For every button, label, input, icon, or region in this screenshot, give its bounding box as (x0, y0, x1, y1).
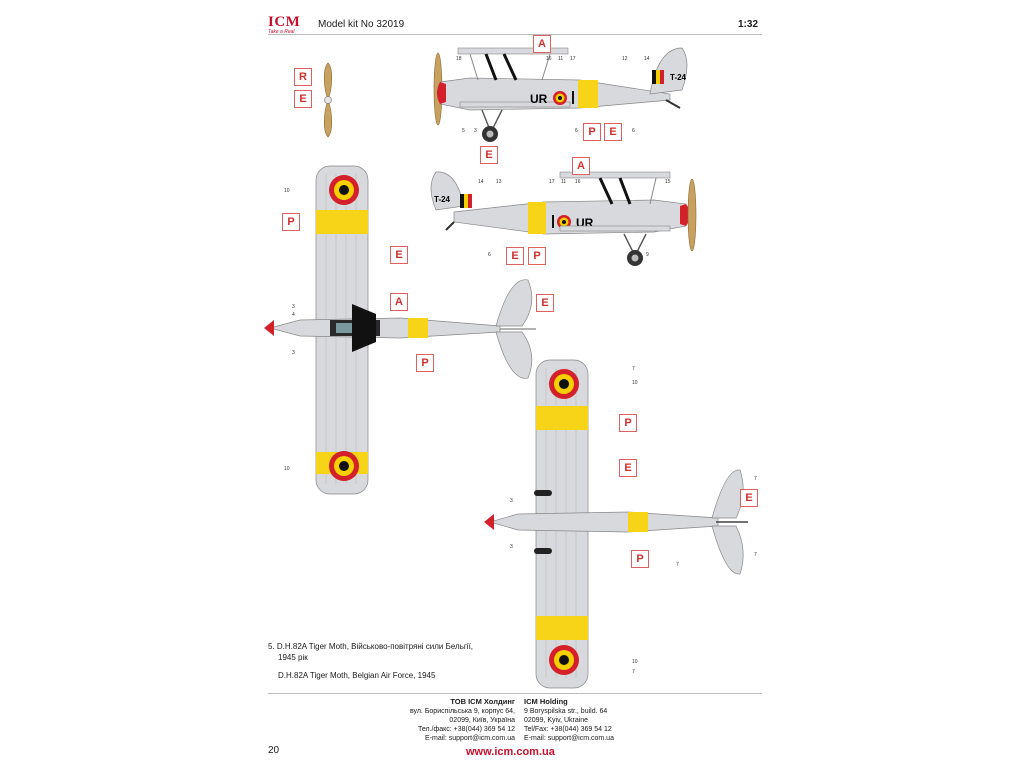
callout: 12 (622, 56, 628, 62)
website-link[interactable]: www.icm.com.ua (466, 746, 555, 758)
callout: 11 (561, 179, 567, 185)
callout: 10 (284, 466, 290, 472)
callout: 5 (462, 128, 465, 134)
key-e-side-right: E (506, 247, 524, 265)
key-e-propeller: E (294, 90, 312, 108)
key-e-bottom-wing: E (619, 459, 637, 477)
callout: 9 (646, 252, 649, 258)
callout: 14 (644, 56, 650, 62)
key-e-side-left: E (604, 123, 622, 141)
page-number: 20 (268, 745, 280, 756)
top-view (260, 164, 540, 505)
callout: 15 (665, 179, 671, 185)
bottom-view (478, 358, 750, 695)
key-a-top: A (390, 293, 408, 311)
key-a-side-left: A (533, 35, 551, 53)
callout: 10 (284, 188, 290, 194)
callout: 3 (510, 498, 513, 504)
callout: 6 (488, 252, 491, 258)
footer-divider (268, 693, 762, 694)
key-e-top-wing: E (390, 246, 408, 264)
callout: 3 (292, 304, 295, 310)
callout: 10 (632, 659, 638, 665)
callout: 16 (575, 179, 581, 185)
key-a-side-right: A (572, 157, 590, 175)
fuselage-code-left: UR (530, 92, 548, 106)
footer-en-contacts: ICM Holding 9 Boryspilska str., build. 6… (524, 697, 614, 742)
propeller-drawing (308, 62, 348, 143)
key-p-side-right: P (528, 247, 546, 265)
callout: 18 (456, 56, 462, 62)
callout: 13 (496, 179, 502, 185)
callout: 6 (575, 128, 578, 134)
key-p-top-wing: P (282, 213, 300, 231)
key-p-bottom-wing: P (619, 414, 637, 432)
callout: 10 (632, 380, 638, 386)
icm-logo: ICM Take a Real (268, 14, 301, 35)
side-profile-right: T-24 UR (424, 166, 700, 277)
callout: 17 (549, 179, 555, 185)
key-p-bottom-fuselage: P (631, 550, 649, 568)
callout: 3 (474, 128, 477, 134)
callout: 16 (546, 56, 552, 62)
callout: 17 (570, 56, 576, 62)
callout: 7 (632, 366, 635, 372)
callout: 7 (676, 562, 679, 568)
tail-code-left: T-24 (670, 73, 687, 82)
header-divider (268, 34, 762, 35)
callout: 7 (754, 552, 757, 558)
callout: 4 (292, 312, 295, 318)
callout: 7 (754, 476, 757, 482)
key-p-side-left: P (583, 123, 601, 141)
callout: 7 (632, 669, 635, 675)
callout: 11 (558, 56, 564, 62)
side-profile-left: T-24 UR (430, 42, 700, 157)
key-r-propeller: R (294, 68, 312, 86)
key-e-top-tail: E (536, 294, 554, 312)
kit-number: Model kit No 32019 (318, 19, 405, 30)
callout: 3 (292, 350, 295, 356)
key-e-bottom-tail: E (740, 489, 758, 507)
tail-code-right: T-24 (434, 195, 451, 204)
footer-ua-contacts: ТОВ ICM Холдинг вул. Бориспільська 9, ко… (409, 697, 515, 742)
key-e-gear-left: E (480, 146, 498, 164)
callout: 14 (478, 179, 484, 185)
callout: 6 (632, 128, 635, 134)
key-p-top-fuselage: P (416, 354, 434, 372)
scale-label: 1:32 (738, 19, 759, 30)
callout: 3 (510, 544, 513, 550)
variant-caption: 5. D.H.82A Tiger Moth, Військово-повітря… (268, 642, 474, 680)
